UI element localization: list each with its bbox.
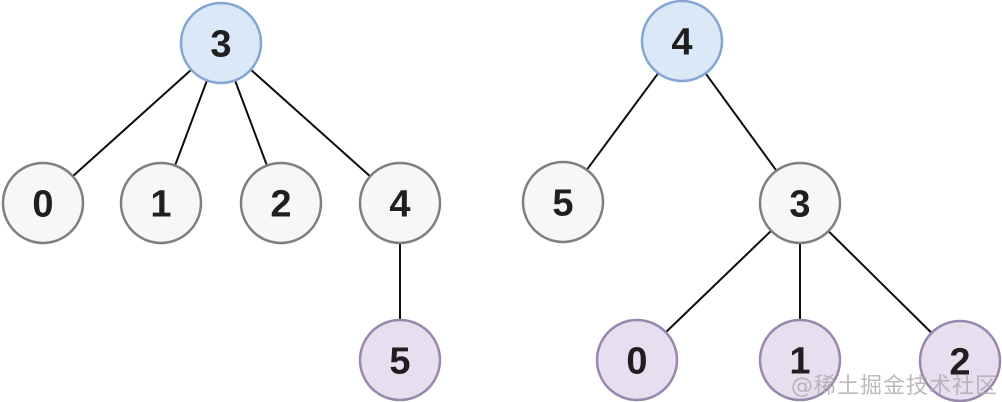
tree-right-node-label-3: 3: [789, 184, 810, 226]
tree-left-edge-3-4: [250, 68, 371, 178]
tree-right-node-2: [918, 319, 1002, 402]
tree-left-node-5: [358, 318, 442, 402]
tree-left-node-2: [239, 161, 323, 245]
tree-right-edge-4-5: [585, 72, 660, 171]
tree-left-node-label-5: 5: [389, 341, 410, 383]
tree-right-node-5: [521, 160, 605, 244]
tree-left-edge-3-1: [174, 80, 208, 166]
tree-left-node-0: [1, 161, 85, 245]
tree-right-node-1: [758, 318, 842, 402]
tree-left-node-label-1: 1: [150, 184, 171, 226]
tree-left-node-label-4: 4: [389, 184, 410, 226]
tree-right-edge-3-2: [827, 230, 933, 334]
tree-right-edge-4-3: [704, 72, 778, 172]
tree-right-node-3: [758, 161, 842, 245]
tree-right-node-label-4: 4: [671, 22, 692, 64]
tree-right-node-label-1: 1: [789, 341, 810, 383]
tree-right-node-4: [640, 0, 724, 83]
tree-left-node-1: [119, 161, 203, 245]
tree-right-edge-3-0: [665, 230, 772, 333]
tree-left-node-label-3: 3: [210, 24, 231, 66]
tree-left-node-3: [179, 1, 263, 85]
tree-right-node-0: [595, 318, 679, 402]
tree-left: 3 0 1 2 4 5: [1, 1, 442, 402]
tree-left-node-label-0: 0: [32, 184, 53, 226]
tree-right: 4 5 3 0 1 2: [521, 0, 1002, 402]
tree-left-edge-3-2: [234, 80, 268, 166]
tree-right-node-label-0: 0: [626, 341, 647, 383]
tree-left-edge-3-0: [72, 68, 192, 178]
tree-left-node-label-2: 2: [270, 184, 291, 226]
tree-right-node-label-5: 5: [552, 183, 573, 225]
tree-left-node-4: [358, 161, 442, 245]
tree-right-node-label-2: 2: [949, 342, 970, 384]
